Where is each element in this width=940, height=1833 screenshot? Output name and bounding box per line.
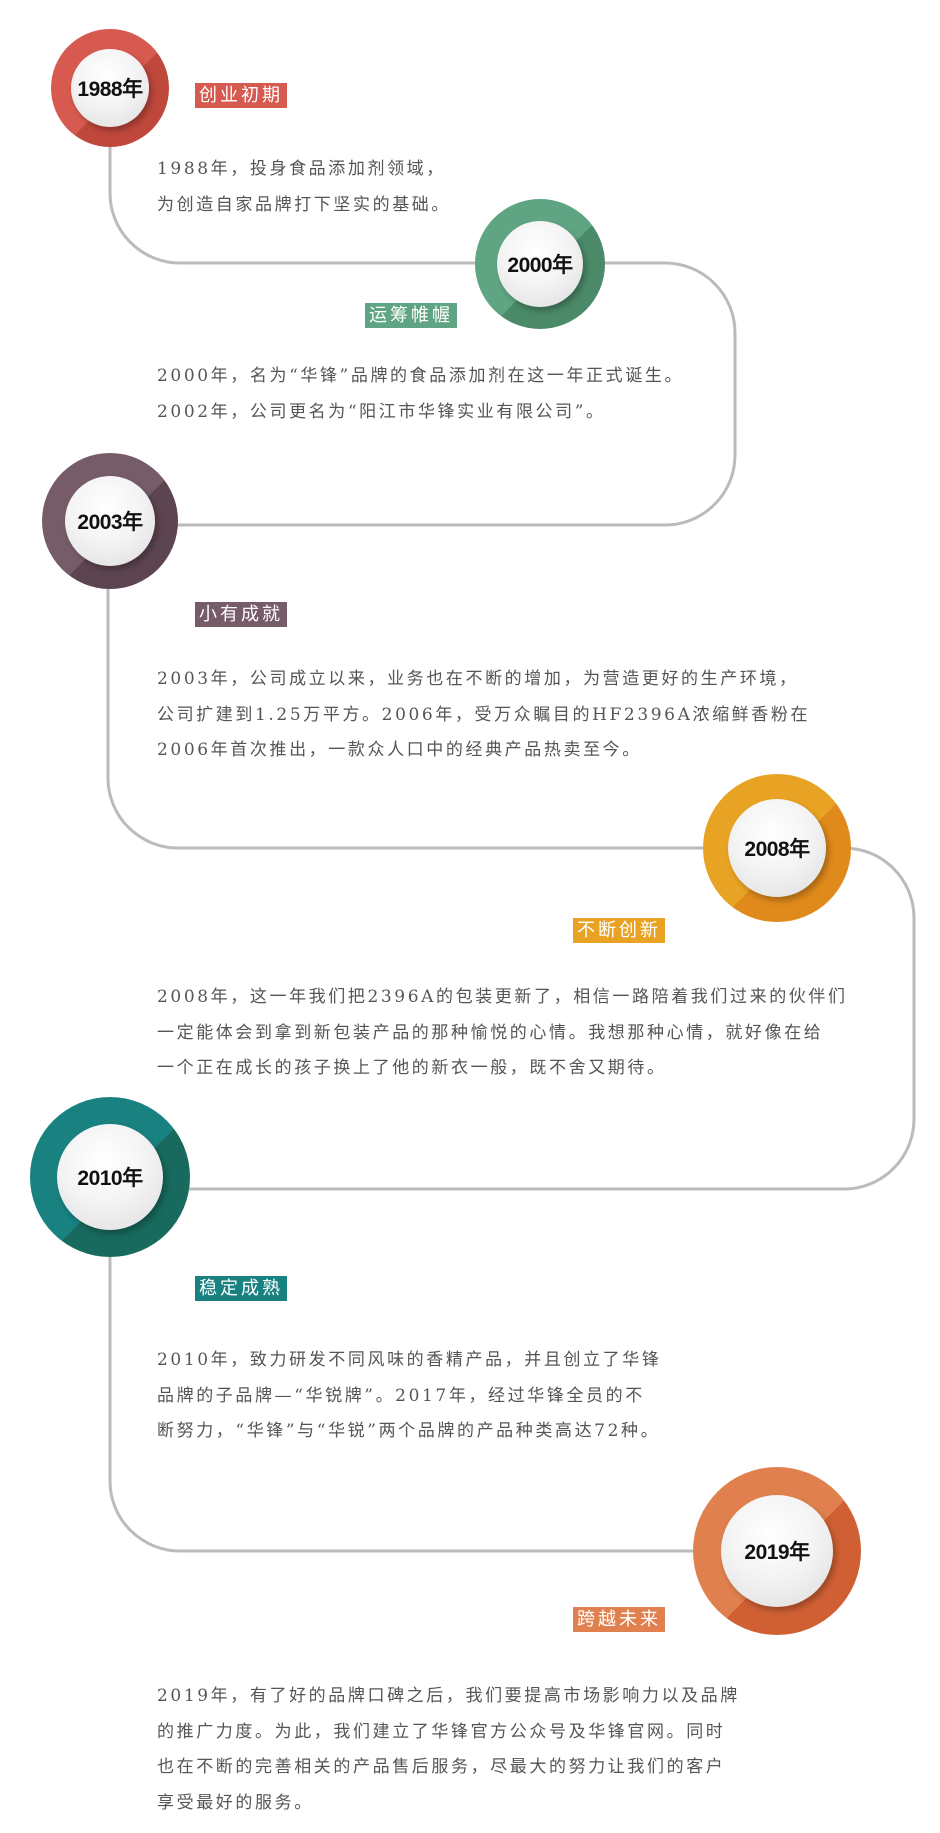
year-label: 2010年 xyxy=(77,1167,143,1190)
description-line: 2010年，致力研发不同风味的香精产品，并且创立了华锋 xyxy=(157,1350,662,1370)
milestone-title: 运筹帷幄 xyxy=(365,303,457,328)
description-line: 一个正在成长的孩子换上了他的新衣一般，既不舍又期待。 xyxy=(157,1058,667,1078)
milestone-description: 2008年，这一年我们把2396A的包装更新了，相信一路陪着我们过来的伙伴们 一… xyxy=(157,980,848,1087)
description-line: 公司扩建到1.25万平方。2006年，受万众瞩目的HF2396A浓缩鲜香粉在 xyxy=(157,704,811,725)
description-line: 2006年首次推出，一款众人口中的经典产品热卖至今。 xyxy=(157,740,642,760)
year-node-2010: 2010年 xyxy=(30,1097,190,1257)
year-label: 2008年 xyxy=(744,838,810,861)
milestone-description: 1988年，投身食品添加剂领域， 为创造自家品牌打下坚实的基础。 xyxy=(157,152,451,223)
description-line: 享受最好的服务。 xyxy=(157,1792,314,1813)
description-line: 品牌的子品牌—“华锐牌”。2017年，经过华锋全员的不 xyxy=(157,1385,645,1406)
description-line: 一定能体会到拿到新包装产品的那种愉悦的心情。我想那种心情，就好像在给 xyxy=(157,1022,824,1043)
milestone-title: 跨越未来 xyxy=(573,1607,665,1632)
timeline-line xyxy=(106,140,916,1553)
milestone-title: 稳定成熟 xyxy=(195,1276,287,1301)
year-node-1988: 1988年 xyxy=(51,29,169,147)
milestone-title: 不断创新 xyxy=(573,918,665,943)
description-line: 2003年，公司成立以来，业务也在不断的增加，为营造更好的生产环境， xyxy=(157,669,799,689)
description-line: 断努力，“华锋”与“华锐”两个品牌的产品种类高达72种。 xyxy=(157,1421,661,1441)
year-node-2003: 2003年 xyxy=(42,453,178,589)
milestone-description: 2003年，公司成立以来，业务也在不断的增加，为营造更好的生产环境， 公司扩建到… xyxy=(157,662,810,769)
milestone-description: 2019年，有了好的品牌口碑之后，我们要提高市场影响力以及品牌 的推广力度。为此… xyxy=(157,1679,740,1821)
year-node-2019: 2019年 xyxy=(693,1467,861,1635)
description-line: 1988年，投身食品添加剂领域， xyxy=(157,159,446,179)
description-line: 2019年，有了好的品牌口碑之后，我们要提高市场影响力以及品牌 xyxy=(157,1686,740,1706)
milestone-title: 创业初期 xyxy=(195,83,287,108)
year-label: 2000年 xyxy=(507,254,573,277)
description-line: 的推广力度。为此，我们建立了华锋官方公众号及华锋官网。同时 xyxy=(157,1721,726,1742)
year-label: 2003年 xyxy=(77,511,143,534)
description-line: 也在不断的完善相关的产品售后服务，尽最大的努力让我们的客户 xyxy=(157,1757,726,1777)
year-label: 1988年 xyxy=(77,78,143,101)
year-label: 2019年 xyxy=(744,1541,810,1564)
milestone-description: 2000年，名为“华锋”品牌的食品添加剂在这一年正式诞生。 2002年，公司更名… xyxy=(157,359,684,430)
milestone-title: 小有成就 xyxy=(195,602,287,627)
year-node-2000: 2000年 xyxy=(475,199,605,329)
description-line: 2000年，名为“华锋”品牌的食品添加剂在这一年正式诞生。 xyxy=(157,366,685,386)
description-line: 为创造自家品牌打下坚实的基础。 xyxy=(157,194,451,215)
milestone-description: 2010年，致力研发不同风味的香精产品，并且创立了华锋 品牌的子品牌—“华锐牌”… xyxy=(157,1343,661,1450)
description-line: 2002年，公司更名为“阳江市华锋实业有限公司”。 xyxy=(157,401,606,422)
description-line: 2008年，这一年我们把2396A的包装更新了，相信一路陪着我们过来的伙伴们 xyxy=(157,987,848,1007)
year-node-2008: 2008年 xyxy=(703,774,851,922)
